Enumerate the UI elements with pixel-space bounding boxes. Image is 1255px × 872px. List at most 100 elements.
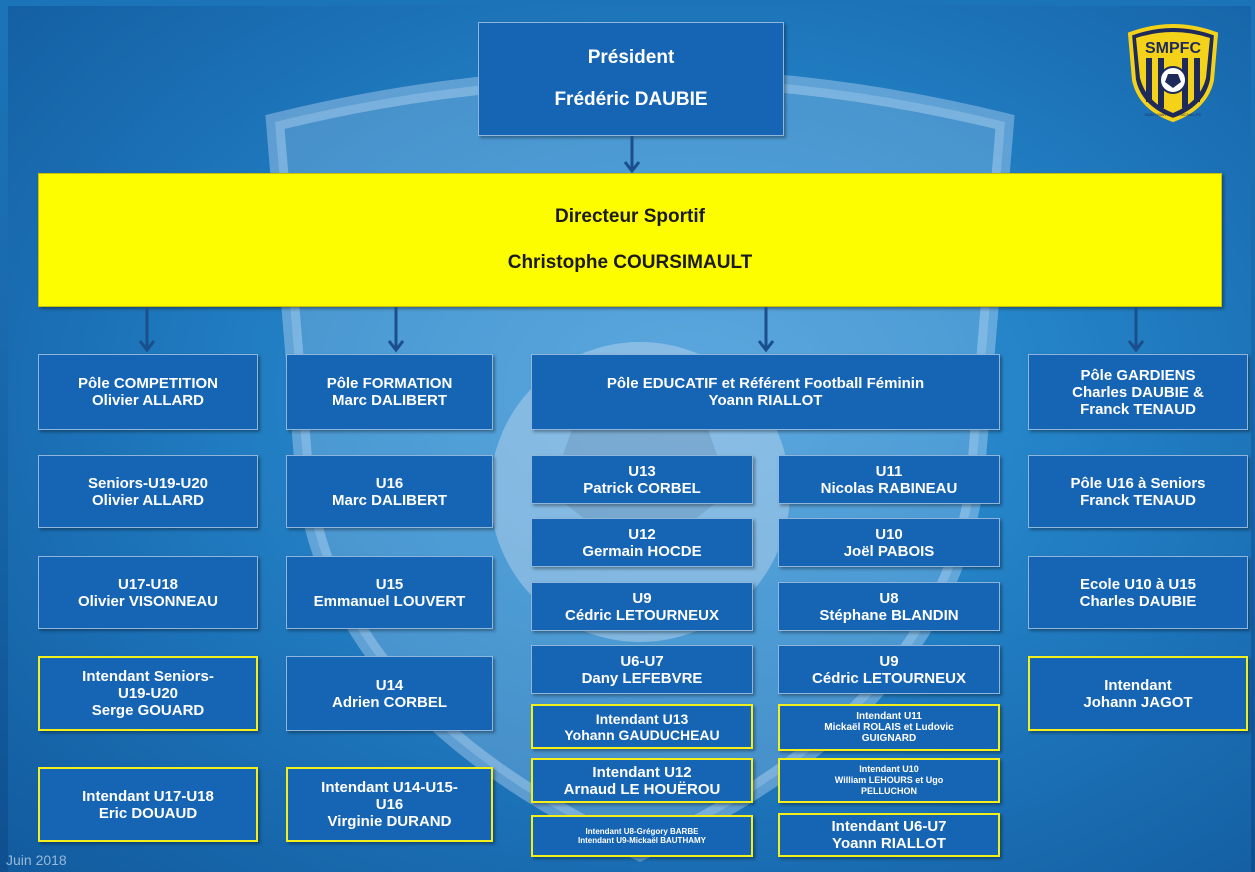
intendant-label: Intendant U10: [859, 764, 919, 774]
intendant-box: Intendant Seniors- U19-U20 Serge GOUARD: [38, 656, 258, 731]
team-box: U9 Cédric LETOURNEUX: [778, 645, 1000, 694]
coach-name: Germain HOCDE: [582, 542, 702, 560]
team-box: Seniors-U19-U20 Olivier ALLARD: [38, 455, 258, 528]
coach-name: Emmanuel LOUVERT: [313, 592, 466, 610]
logo-subtext: SAINT-MARTIN-PRINCIVAL-FC: [1145, 112, 1202, 117]
pole-educatif-name: Yoann RIALLOT: [708, 392, 823, 409]
intendant-name: Yohann GAUDUCHEAU: [564, 726, 720, 743]
team-label: U6-U7: [620, 652, 664, 670]
team-label: U10: [875, 525, 903, 543]
team-box: U12 Germain HOCDE: [531, 518, 753, 567]
intendant-box: Intendant U10 William LEHOURS et Ugo PEL…: [778, 758, 1000, 803]
team-label: U16: [375, 474, 404, 492]
president-name: Frédéric DAUBIE: [554, 89, 708, 110]
pole-formation-title: Pôle FORMATION: [326, 375, 453, 392]
intendant-label: Intendant U17-U18: [82, 787, 214, 805]
intendant-name: William LEHOURS et Ugo: [834, 775, 944, 785]
intendant-name: Eric DOUAUD: [98, 804, 198, 822]
coach-name: Olivier VISONNEAU: [77, 592, 219, 610]
team-box: Pôle U16 à Seniors Franck TENAUD: [1028, 455, 1248, 528]
team-box: U17-U18 Olivier VISONNEAU: [38, 556, 258, 629]
team-label: U14: [375, 676, 404, 694]
president-box: Président Frédéric DAUBIE: [478, 22, 784, 136]
pole-gardiens-title: Pôle GARDIENS: [1080, 366, 1196, 384]
team-label: U9: [632, 589, 652, 607]
pole-gardiens-name-2: Franck TENAUD: [1080, 400, 1196, 418]
team-label: U13: [628, 462, 656, 480]
team-box: U8 Stéphane BLANDIN: [778, 582, 1000, 631]
intendant-label: Intendant U11: [856, 711, 922, 722]
team-box: U15 Emmanuel LOUVERT: [286, 556, 493, 629]
intendant-name: Mickaël ROLAIS et Ludovic: [824, 722, 954, 733]
intendant-label: Intendant U13: [595, 710, 689, 727]
pole-educatif-title: Pôle EDUCATIF et Référent Football Fémin…: [606, 375, 925, 392]
team-box: U10 Joël PABOIS: [778, 518, 1000, 567]
coach-name: Cédric LETOURNEUX: [812, 669, 966, 687]
director-box: Directeur Sportif Christophe COURSIMAULT: [38, 173, 1222, 307]
team-box: U11 Nicolas RABINEAU: [778, 455, 1000, 504]
intendant-label: Intendant U14-U15-: [321, 779, 458, 796]
intendant-name-2: PELLUCHON: [861, 786, 917, 796]
intendant-box: Intendant U17-U18 Eric DOUAUD: [38, 767, 258, 842]
pole-competition-box: Pôle COMPETITION Olivier ALLARD: [38, 354, 258, 430]
logo-text: SMPFC: [1145, 40, 1201, 57]
team-box: U6-U7 Dany LEFEBVRE: [531, 645, 753, 694]
coach-name: Stéphane BLANDIN: [819, 606, 959, 624]
intendant-box: Intendant U13 Yohann GAUDUCHEAU: [531, 704, 753, 749]
team-label: U8: [879, 589, 899, 607]
arrow-president-director: [623, 136, 641, 174]
team-label: U12: [628, 525, 656, 543]
coach-name: Charles DAUBIE: [1079, 592, 1197, 610]
team-label: Pôle U16 à Seniors: [1070, 474, 1206, 492]
pole-competition-title: Pôle COMPETITION: [77, 375, 218, 392]
pole-formation-box: Pôle FORMATION Marc DALIBERT: [286, 354, 493, 430]
team-label: U11: [875, 462, 903, 480]
director-name: Christophe COURSIMAULT: [507, 252, 753, 273]
pole-gardiens-name-1: Charles DAUBIE &: [1072, 383, 1204, 401]
team-label: U15: [375, 575, 404, 593]
intendant-name-2: GUIGNARD: [861, 733, 917, 744]
coach-name: Patrick CORBEL: [583, 479, 701, 497]
arrow-to-competition: [138, 307, 156, 353]
coach-name: Olivier ALLARD: [92, 491, 204, 509]
intendant-label: Intendant: [1104, 676, 1172, 694]
president-title: Président: [587, 47, 675, 68]
team-label: U17-U18: [117, 575, 179, 593]
director-title: Directeur Sportif: [555, 206, 705, 227]
footer-date: Juin 2018: [6, 852, 67, 868]
team-label: U9: [879, 652, 899, 670]
intendant-name: Virginie DURAND: [327, 813, 452, 830]
club-logo: SMPFC SAINT-MARTIN-PRINCIVAL-FC: [1127, 24, 1219, 122]
team-box: U9 Cédric LETOURNEUX: [531, 582, 753, 631]
coach-name: Adrien CORBEL: [331, 693, 447, 711]
intendant-label-2: U16: [375, 796, 404, 813]
intendant-box: Intendant U11 Mickaël ROLAIS et Ludovic …: [778, 704, 1000, 751]
coach-name: Joël PABOIS: [843, 542, 935, 560]
team-box: U14 Adrien CORBEL: [286, 656, 493, 731]
pole-gardiens-box: Pôle GARDIENS Charles DAUBIE & Franck TE…: [1028, 354, 1248, 430]
pole-educatif-box: Pôle EDUCATIF et Référent Football Fémin…: [531, 354, 1000, 430]
intendant-box: Intendant U14-U15- U16 Virginie DURAND: [286, 767, 493, 842]
intendant-label: Intendant U6-U7: [831, 818, 947, 835]
coach-name: Nicolas RABINEAU: [820, 479, 958, 497]
coach-name: Dany LEFEBVRE: [581, 669, 703, 687]
intendant-box: Intendant U6-U7 Yoann RIALLOT: [778, 813, 1000, 857]
arrow-to-educatif: [757, 307, 775, 353]
intendant-name: Serge GOUARD: [91, 702, 205, 719]
pole-formation-name: Marc DALIBERT: [331, 392, 447, 409]
team-label: Seniors-U19-U20: [87, 474, 209, 492]
intendant-name: Arnaud LE HOUËROU: [563, 780, 721, 798]
intendant-label-2: U19-U20: [117, 685, 179, 702]
intendant-box: Intendant U8-Grégory BARBE Intendant U9-…: [531, 815, 753, 857]
intendant-line-2: Intendant U9-Mickaël BAUTHAMY: [577, 836, 706, 845]
coach-name: Franck TENAUD: [1080, 491, 1196, 509]
intendant-name: Johann JAGOT: [1083, 693, 1193, 711]
intendant-label: Intendant U12: [592, 763, 692, 781]
arrow-to-gardiens: [1127, 307, 1145, 353]
team-box: Ecole U10 à U15 Charles DAUBIE: [1028, 556, 1248, 629]
coach-name: Marc DALIBERT: [331, 491, 447, 509]
team-label: Ecole U10 à U15: [1080, 575, 1196, 593]
pole-competition-name: Olivier ALLARD: [92, 392, 204, 409]
intendant-label: Intendant Seniors-: [82, 668, 214, 685]
intendant-line-1: Intendant U8-Grégory BARBE: [585, 827, 699, 836]
